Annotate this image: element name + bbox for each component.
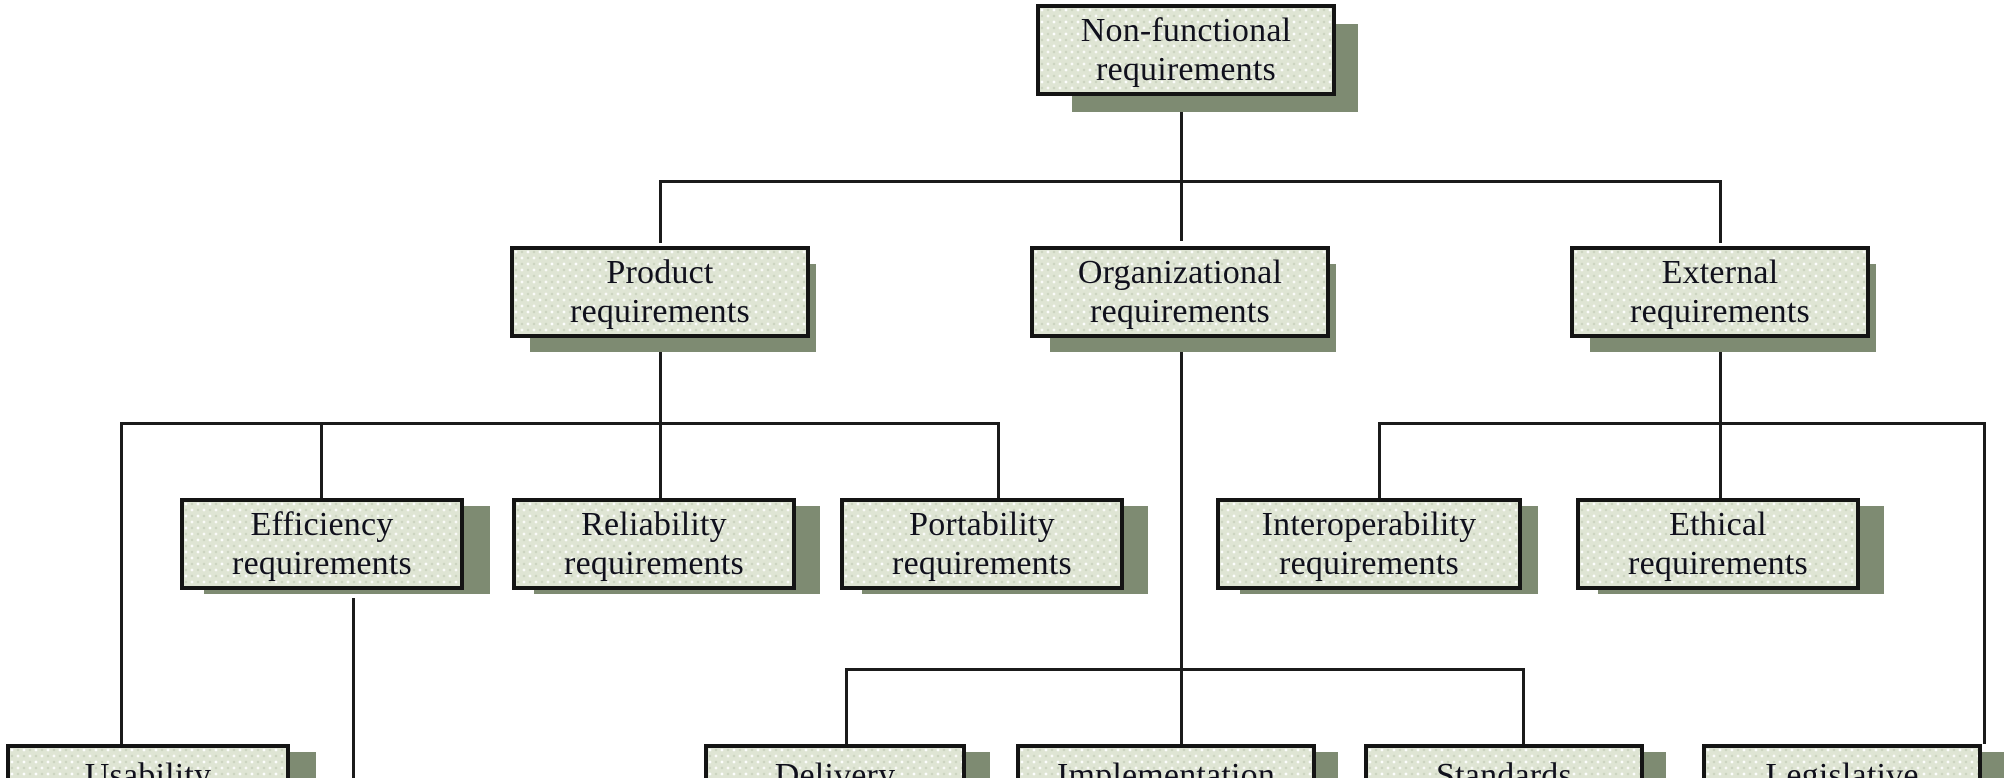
node-delivery-requirements[interactable]: Delivery (704, 744, 966, 778)
node-label-line1: Portability (909, 505, 1055, 543)
node-label-line1: Delivery (774, 757, 896, 778)
connector-efficiency-stem (352, 598, 355, 778)
node-usability-requirements[interactable]: Usability (6, 744, 290, 778)
node-legislative-requirements[interactable]: Legislative (1702, 744, 1982, 778)
node-label-line1: Ethical (1669, 505, 1767, 543)
connector-drop-standards (1522, 668, 1525, 744)
node-product-requirements[interactable]: Product requirements (510, 246, 810, 338)
node-non-functional-requirements[interactable]: Non-functional requirements (1036, 4, 1336, 96)
node-label-line2: requirements (1279, 545, 1459, 582)
node-label-line1: Efficiency (250, 505, 394, 543)
node-label-line2: requirements (570, 293, 750, 330)
node-ethical-requirements[interactable]: Ethical requirements (1576, 498, 1860, 590)
node-portability-requirements[interactable]: Portability requirements (840, 498, 1124, 590)
connector-external-stem (1719, 338, 1722, 498)
node-label-line1: Organizational (1077, 253, 1283, 291)
connector-organizational-stem (1180, 338, 1183, 744)
connector-product-stem (659, 338, 662, 498)
node-label-line1: Interoperability (1261, 505, 1477, 543)
node-label-line1: Usability (84, 757, 212, 778)
node-label-line2: requirements (1628, 545, 1808, 582)
node-organizational-requirements[interactable]: Organizational requirements (1030, 246, 1330, 338)
node-efficiency-requirements[interactable]: Efficiency requirements (180, 498, 464, 590)
connector-drop-usability (120, 422, 123, 744)
node-standards-requirements[interactable]: Standards (1364, 744, 1644, 778)
connector-drop-legislative (1983, 422, 1986, 744)
connector-drop-product (659, 180, 662, 243)
connector-product-bus (120, 422, 1000, 425)
connector-root-stem (1180, 96, 1183, 241)
connector-level1-bus (659, 180, 1722, 183)
node-label-line1: External (1661, 253, 1779, 291)
connector-organizational-bus (845, 668, 1525, 671)
node-label-line2: requirements (1630, 293, 1810, 330)
node-external-requirements[interactable]: External requirements (1570, 246, 1870, 338)
node-interoperability-requirements[interactable]: Interoperability requirements (1216, 498, 1522, 590)
connector-drop-efficiency (320, 422, 323, 498)
node-label-line1: Standards (1436, 757, 1572, 778)
node-label-line2: requirements (1096, 51, 1276, 88)
connector-external-bus (1378, 422, 1986, 425)
node-label-line2: requirements (892, 545, 1072, 582)
node-label-line2: requirements (1090, 293, 1270, 330)
node-label-line1: Legislative (1765, 757, 1919, 778)
connector-drop-delivery (845, 668, 848, 744)
connector-drop-interoperability (1378, 422, 1381, 498)
node-label-line2: requirements (232, 545, 412, 582)
connector-drop-external (1719, 180, 1722, 243)
node-label-line1: Non-functional (1080, 11, 1292, 49)
node-label-line1: Implementation (1056, 757, 1276, 778)
node-reliability-requirements[interactable]: Reliability requirements (512, 498, 796, 590)
node-label-line2: requirements (564, 545, 744, 582)
connector-drop-portability (997, 422, 1000, 498)
node-implementation-requirements[interactable]: Implementation (1016, 744, 1316, 778)
node-label-line1: Reliability (581, 505, 727, 543)
node-label-line1: Product (606, 253, 714, 291)
